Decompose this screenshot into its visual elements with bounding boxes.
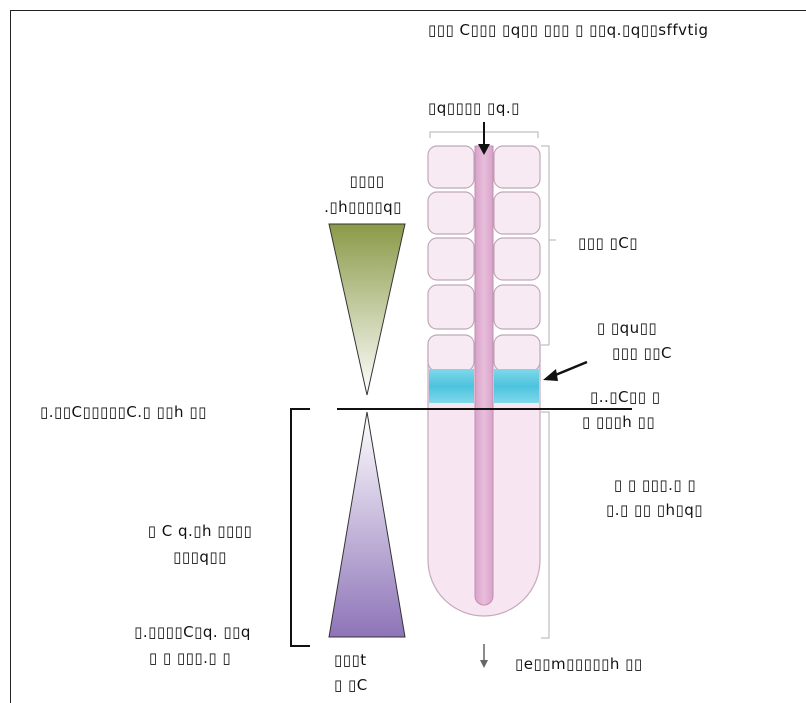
upper-gradient-triangle [328,223,406,396]
blue-band-right [494,369,539,403]
upper-gradient-label-2: .▯h▯▯▯▯q▯ [324,198,402,216]
title-text: ▯▯▯ C▯▯▯ ▯q▯▯ ▯▯▯ ▯ ▯▯q.▯q▯▯sffvtig [428,21,709,39]
right-bracket-lower [541,411,550,639]
bottom-right-label: ▯e▯▯m▯▯▯▯▯h ▯▯ [515,655,643,673]
figure-frame [10,10,806,703]
bottom-center-label-2: ▯ ▯C [334,676,368,694]
upper-gradient-label-1: ▯▯▯▯ [349,172,385,190]
blue-band-left [429,369,474,403]
lower-left-label-2: ▯▯▯q▯▯ [173,548,227,566]
right-upper-label: ▯▯▯ ▯C▯ [578,234,639,252]
divider-right-label-1: ▯..▯C▯▯ ▯ [590,388,661,406]
bottom-center-label-1: ▯▯▯t [334,651,367,669]
divider-right-label-2: ▯ ▯▯▯h ▯▯ [582,413,656,431]
band-arrow [552,360,588,378]
left-bracket [290,408,310,647]
lumen [474,145,494,606]
bottom-left-label-2: ▯ ▯ ▯▯▯.▯ ▯ [148,649,232,667]
lower-left-label-1: ▯ C q.▯h ▯▯▯▯ [147,522,253,540]
lower-gradient-triangle [328,411,406,638]
blue-band-label-1: ▯ ▯qu▯▯ [596,319,658,337]
divider-left-label: ▯.▯▯C▯▯▯▯▯C.▯ ▯▯h ▯▯ [40,403,207,421]
right-lower-label-2: ▯.▯ ▯▯ ▯h▯q▯ [605,501,704,519]
cells-right [493,145,541,372]
right-bracket-upper [541,145,556,346]
bottom-left-label-1: ▯.▯▯▯▯C▯q. ▯▯q [134,623,251,641]
cells-left [427,145,475,372]
top-arrow-label: ▯q▯▯▯▯ ▯q.▯ [428,99,520,117]
right-lower-label-1: ▯ ▯ ▯▯▯.▯ ▯ [613,476,697,494]
blue-band-label-2: ▯▯▯ ▯▯C [611,344,672,362]
